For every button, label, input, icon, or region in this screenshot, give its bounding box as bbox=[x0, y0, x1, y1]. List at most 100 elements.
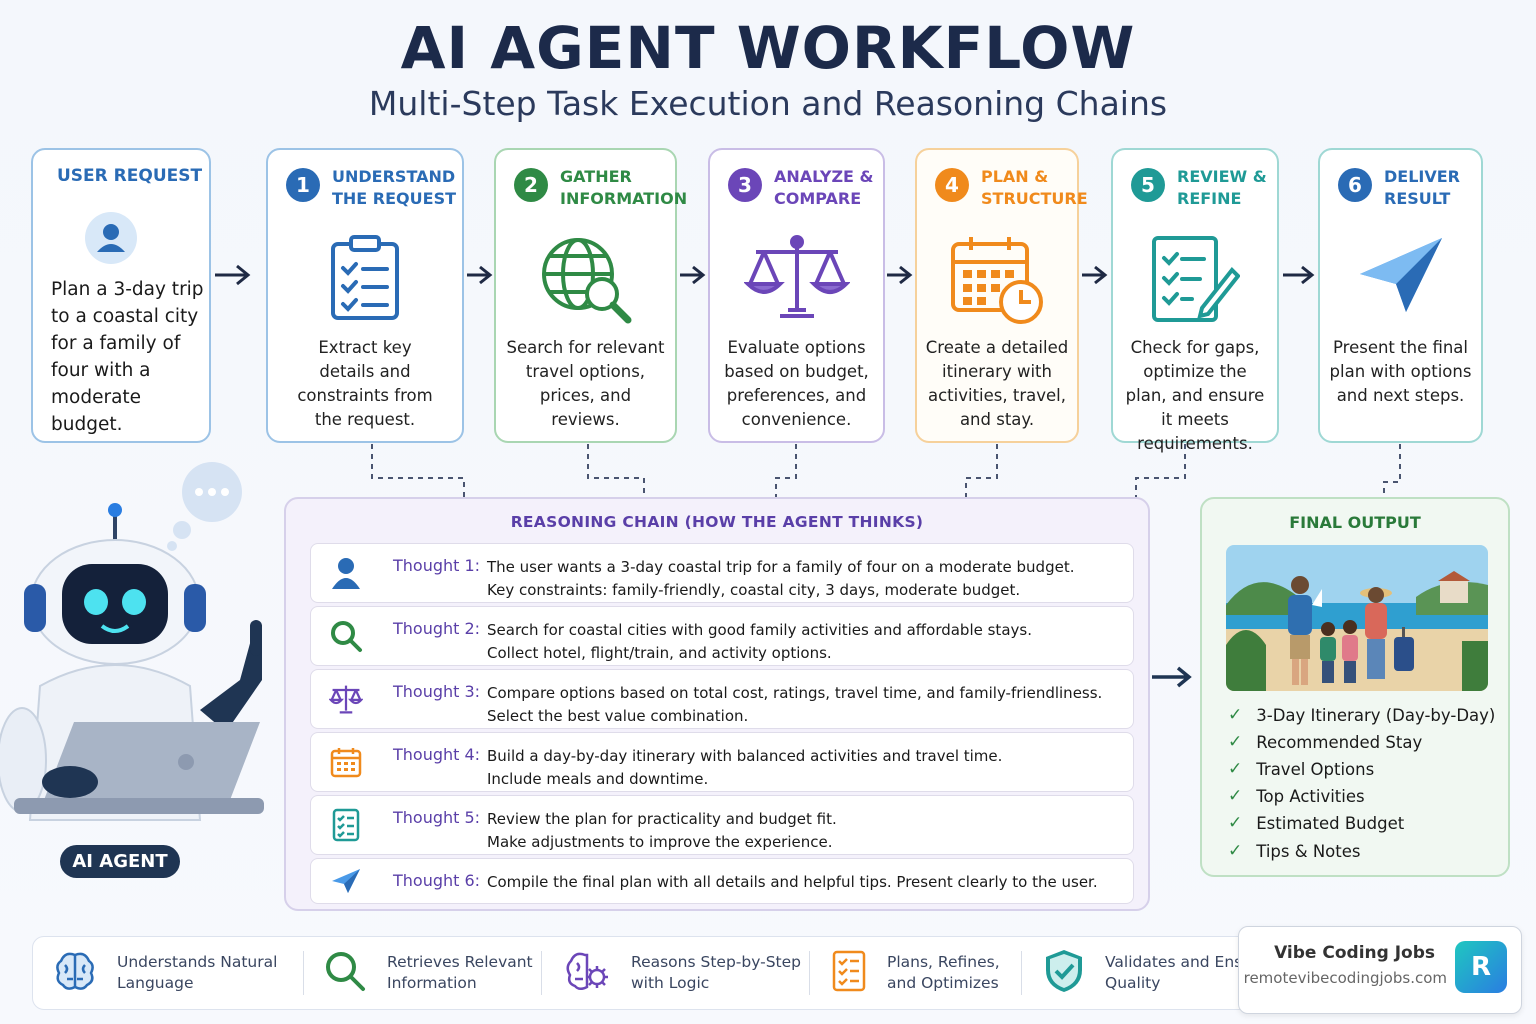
paper-plane-icon bbox=[1320, 234, 1481, 314]
badge-title: Vibe Coding Jobs bbox=[1274, 943, 1435, 963]
divider bbox=[303, 951, 304, 995]
checkmark-icon: ✓ bbox=[1228, 732, 1243, 752]
calendar-clock-icon bbox=[917, 234, 1077, 326]
step-card-2: 2 GATHER INFORMATION Search for relevant… bbox=[494, 148, 687, 443]
brain-gear-icon bbox=[565, 949, 611, 997]
step-title-1: UNDERSTAND THE REQUEST bbox=[332, 167, 457, 208]
feature-plans-refines: Plans, Refines, and Optimizes bbox=[831, 947, 1000, 999]
thought-label-6: Thought 6: bbox=[393, 871, 481, 890]
user-request-text: Plan a 3-day trip to a coastal city for … bbox=[51, 279, 204, 435]
page-subtitle: Multi-Step Task Execution and Reasoning … bbox=[368, 84, 1168, 123]
checklist-icon bbox=[831, 949, 867, 997]
step-desc-6: Present the final plan with options and … bbox=[1329, 338, 1472, 405]
search-icon bbox=[323, 949, 367, 997]
divider bbox=[809, 951, 810, 995]
step-card-6: 6 DELIVER RESULT Present the final plan … bbox=[1318, 148, 1483, 443]
step-card-4: 4 PLAN & STRUCTURE Create a detailed iti… bbox=[915, 148, 1088, 443]
final-output-title: FINAL OUTPUT bbox=[1289, 513, 1421, 532]
ai-agent-robot-illustration bbox=[0, 460, 280, 840]
step-title-5: REVIEW & REFINE bbox=[1177, 167, 1267, 208]
clipboard-checklist-icon bbox=[268, 234, 462, 322]
reasoning-chain-panel: REASONING CHAIN (HOW THE AGENT THINKS) T… bbox=[284, 497, 1150, 911]
step-card-1: 1 UNDERSTAND THE REQUEST Extract key det… bbox=[266, 148, 464, 443]
step-desc-4: Create a detailed itinerary with activit… bbox=[925, 338, 1069, 429]
thought-row-4: Thought 4: Build a day-by-day itinerary … bbox=[310, 732, 1134, 792]
feature-retrieves-information: Retrieves Relevant Information bbox=[323, 947, 533, 999]
feature-text-5: Validates and Ensure Quality bbox=[1105, 953, 1268, 992]
output-item-1: ✓3-Day Itinerary (Day-by-Day) bbox=[1228, 705, 1496, 725]
dashed-connectors bbox=[371, 444, 1401, 498]
output-item-3: ✓Travel Options bbox=[1228, 759, 1375, 779]
arrow-right-icon bbox=[1082, 265, 1108, 285]
search-icon bbox=[329, 619, 363, 653]
thought-text-3: Compare options based on total cost, rat… bbox=[487, 684, 1103, 725]
arrow-right-icon bbox=[1283, 265, 1315, 285]
divider bbox=[1021, 951, 1022, 995]
checkmark-icon: ✓ bbox=[1228, 841, 1243, 861]
final-output-panel: FINAL OUTPUT ✓3-Day Itinerary (Day-by-Da… bbox=[1200, 497, 1510, 877]
user-icon bbox=[329, 556, 363, 590]
step-desc-3: Evaluate options based on budget, prefer… bbox=[724, 338, 869, 429]
step-number-5: 5 bbox=[1131, 168, 1165, 202]
step-number-4: 4 bbox=[935, 168, 969, 202]
step-number-2: 2 bbox=[514, 168, 548, 202]
family-beach-illustration bbox=[1226, 545, 1488, 691]
thought-text-6: Compile the final plan with all details … bbox=[487, 873, 1098, 891]
thought-text-1: The user wants a 3-day coastal trip for … bbox=[487, 558, 1075, 599]
checklist-icon bbox=[329, 808, 363, 842]
thought-row-1: Thought 1: The user wants a 3-day coasta… bbox=[310, 543, 1134, 603]
step-card-3: 3 ANALYZE & COMPARE Evaluate options bas… bbox=[708, 148, 885, 443]
reasoning-chain-title: REASONING CHAIN (HOW THE AGENT THINKS) bbox=[510, 513, 924, 531]
thought-label-2: Thought 2: bbox=[393, 619, 481, 638]
ai-agent-label: AI AGENT bbox=[60, 845, 180, 878]
feature-text-2: Retrieves Relevant Information bbox=[387, 953, 533, 992]
thought-label-3: Thought 3: bbox=[393, 682, 481, 701]
checkmark-icon: ✓ bbox=[1228, 813, 1243, 833]
feature-text-4: Plans, Refines, and Optimizes bbox=[887, 953, 1000, 992]
checkmark-icon: ✓ bbox=[1228, 759, 1243, 779]
globe-search-icon bbox=[496, 234, 675, 324]
brain-icon bbox=[53, 949, 97, 997]
thought-text-5: Review the plan for practicality and bud… bbox=[487, 810, 837, 851]
arrow-right-icon bbox=[1152, 666, 1192, 688]
feature-reasons-step-by-step: Reasons Step-by-Step with Logic bbox=[565, 947, 801, 999]
user-request-card: USER REQUEST Plan a 3-day trip to a coas… bbox=[31, 148, 211, 443]
shield-check-icon bbox=[1043, 948, 1085, 998]
thought-row-6: Thought 6: Compile the final plan with a… bbox=[310, 858, 1134, 904]
step-desc-2: Search for relevant travel options, pric… bbox=[506, 338, 665, 429]
badge-url: remotevibecodingjobs.com bbox=[1243, 969, 1447, 987]
arrow-right-icon bbox=[215, 264, 251, 286]
step-title-3: ANALYZE & COMPARE bbox=[774, 167, 874, 208]
checkmark-icon: ✓ bbox=[1228, 786, 1243, 806]
thought-row-2: Thought 2: Search for coastal cities wit… bbox=[310, 606, 1134, 666]
user-request-title: USER REQUEST bbox=[57, 166, 203, 186]
step-title-2: GATHER INFORMATION bbox=[560, 167, 688, 208]
balance-scale-icon bbox=[329, 682, 363, 716]
step-number-1: 1 bbox=[286, 168, 320, 202]
divider bbox=[541, 951, 542, 995]
vibe-coding-jobs-badge[interactable]: Vibe Coding Jobs remotevibecodingjobs.co… bbox=[1238, 926, 1522, 1014]
page-title: AI AGENT WORKFLOW bbox=[400, 14, 1136, 82]
step-desc-1: Extract key details and constraints from… bbox=[297, 338, 433, 429]
output-item-4: ✓Top Activities bbox=[1228, 786, 1365, 806]
checkmark-icon: ✓ bbox=[1228, 705, 1243, 725]
thought-label-4: Thought 4: bbox=[393, 745, 481, 764]
feature-text-3: Reasons Step-by-Step with Logic bbox=[631, 953, 802, 992]
step-title-4: PLAN & STRUCTURE bbox=[981, 167, 1088, 208]
arrow-right-icon bbox=[887, 265, 913, 285]
output-item-2: ✓Recommended Stay bbox=[1228, 732, 1423, 752]
feature-text-1: Understands Natural Language bbox=[117, 953, 278, 992]
feature-validates-quality: Validates and Ensure Quality bbox=[1043, 947, 1268, 999]
calendar-icon bbox=[329, 745, 363, 779]
thought-text-2: Search for coastal cities with good fami… bbox=[487, 621, 1032, 662]
step-number-3: 3 bbox=[728, 168, 762, 202]
output-item-5: ✓Estimated Budget bbox=[1228, 813, 1405, 833]
checklist-pencil-icon bbox=[1113, 234, 1277, 324]
step-title-6: DELIVER RESULT bbox=[1384, 167, 1460, 208]
step-desc-5: Check for gaps, optimize the plan, and e… bbox=[1125, 338, 1265, 453]
arrow-right-icon bbox=[680, 265, 706, 285]
thought-label-1: Thought 1: bbox=[393, 556, 481, 575]
thought-text-4: Build a day-by-day itinerary with balanc… bbox=[487, 747, 1003, 788]
paper-plane-icon bbox=[329, 864, 363, 898]
feature-understands-language: Understands Natural Language bbox=[53, 947, 277, 999]
